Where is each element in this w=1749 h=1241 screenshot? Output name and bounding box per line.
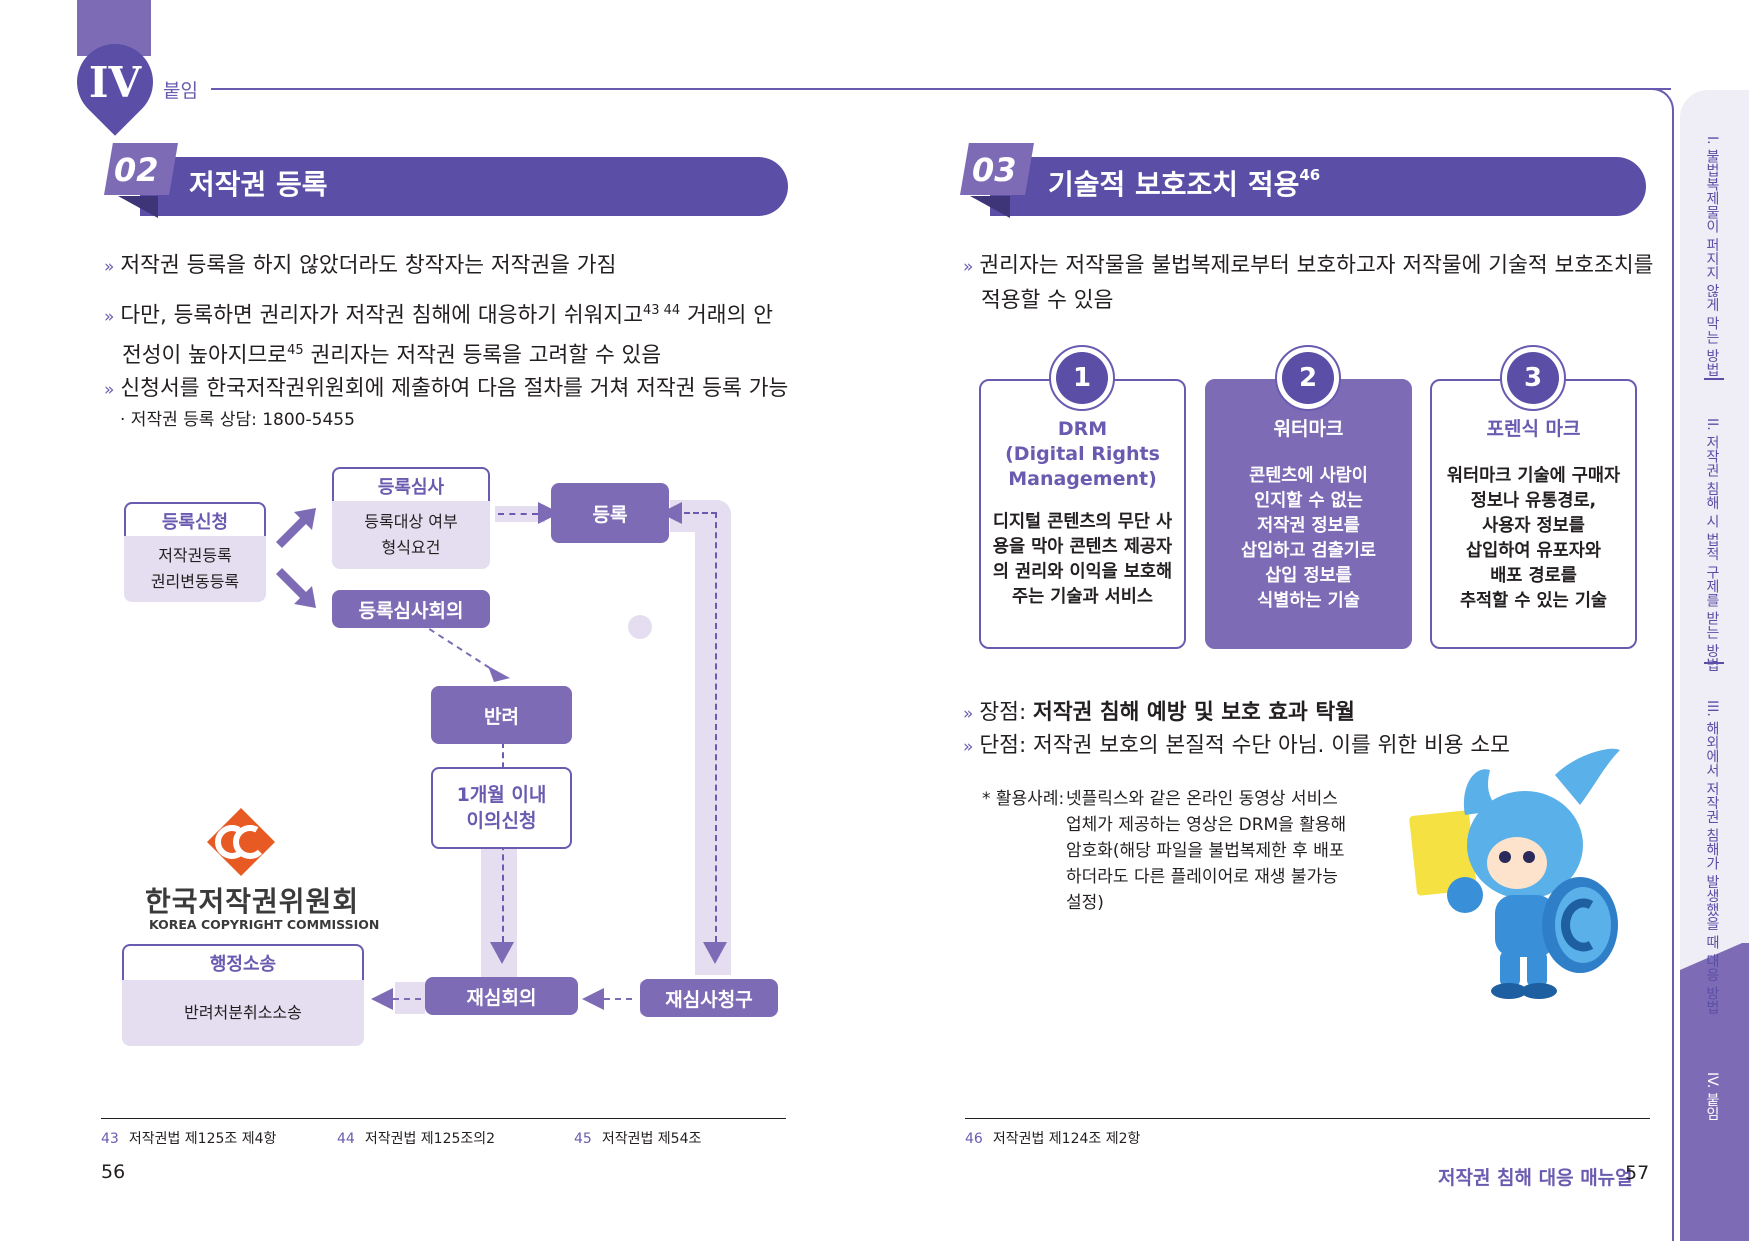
side-tab-2[interactable]: II. 저작권 침해 시 법적 구제를 받는 방법 (1704, 418, 1720, 672)
arrow-down-right (488, 666, 510, 682)
flow-review-title: 등록심사 (332, 467, 490, 503)
flow-connector (498, 513, 538, 515)
arrow-left (582, 988, 604, 1010)
pros-item: »장점: 저작권 침해 예방 및 보호 효과 탁월 (963, 700, 1355, 725)
side-tab-4[interactable]: IV. 붙임 (1704, 1072, 1720, 1121)
header-rule (211, 88, 1671, 90)
banner-number-plate (104, 143, 178, 195)
flow-reject: 반려 (431, 686, 572, 744)
section-title: 기술적 보호조치 적용46 (1048, 165, 1321, 201)
card-number-badge: 3 (1500, 345, 1566, 411)
arrow-up-right (276, 508, 316, 548)
chapter-number: IV (88, 57, 142, 107)
flow-admin-body: 반려처분취소소송 (122, 980, 364, 1046)
contact-note: · 저작권 등록 상담: 1800-5455 (120, 410, 355, 430)
arrow-left (371, 988, 393, 1010)
header-rule-curve (1640, 88, 1674, 148)
flow-committee: 등록심사회의 (332, 590, 490, 628)
page-number-right: 57 (1625, 1162, 1650, 1184)
mascot-illustration (1409, 748, 1620, 999)
chapter-label: 붙임 (163, 80, 198, 102)
arrow-down (703, 942, 727, 964)
flow-register: 등록 (551, 483, 669, 543)
arrow-right (538, 502, 560, 524)
bullet-item: »저작권 등록을 하지 않았더라도 창작자는 저작권을 가짐 (104, 253, 617, 278)
logo-name-en: KOREA COPYRIGHT COMMISSION (149, 917, 380, 932)
section-banner-02 (140, 157, 788, 216)
frame-right-rule (1672, 120, 1674, 1241)
logo-mark (207, 808, 275, 876)
banner-number-plate (960, 143, 1034, 195)
book-title: 저작권 침해 대응 매뉴얼 (1438, 1167, 1633, 1189)
flow-rereview: 재심회의 (425, 977, 578, 1015)
footnote-rule (101, 1118, 786, 1119)
side-tab-1[interactable]: I. 불법복제물이 퍼지지 않게 막는 방법 (1704, 136, 1720, 377)
section-number: 02 (114, 151, 159, 189)
side-tab-divider (1704, 378, 1724, 380)
cons-item: »단점: 저작권 보호의 본질적 수단 아님. 이를 위한 비용 소모 (963, 733, 1510, 758)
flow-admin-title: 행정소송 (122, 944, 364, 980)
bullet-item: »권리자는 저작물을 불법복제로부터 보호하고자 저작물에 기술적 보호조치를 … (963, 253, 1654, 313)
section-title: 저작권 등록 (189, 168, 328, 201)
arrow-down (490, 942, 514, 964)
arrow-down-right (276, 568, 316, 608)
flow-apply-title: 등록신청 (124, 502, 266, 538)
flow-connector (675, 512, 717, 514)
footnote-rule (965, 1118, 1650, 1119)
side-tab-3[interactable]: III. 해외에서 저작권 침해가 발생했을 때 대응 방법 (1704, 700, 1720, 1014)
section-number: 03 (972, 151, 1017, 189)
card-number-badge: 1 (1049, 345, 1115, 411)
example-label: * 활용사례: (982, 789, 1065, 809)
flow-rereview-request: 재심사청구 (640, 979, 778, 1017)
logo-name-ko: 한국저작권위원회 (145, 885, 360, 918)
section-banner-03 (990, 157, 1646, 216)
bullet-item: »다만, 등록하면 권리자가 저작권 침해에 대응하기 쉬워지고43 44 거래… (104, 303, 773, 369)
flow-bar (695, 500, 731, 975)
side-tab-active[interactable] (1680, 943, 1749, 1241)
flow-connector (715, 512, 717, 942)
card-number-badge: 2 (1275, 345, 1341, 411)
bullet-item: »신청서를 한국저작권위원회에 제출하여 다음 절차를 거쳐 저작권 등록 가능 (104, 376, 789, 401)
page-number-left: 56 (101, 1161, 126, 1183)
side-tab-divider (1704, 662, 1724, 664)
arrow-left (660, 502, 682, 524)
